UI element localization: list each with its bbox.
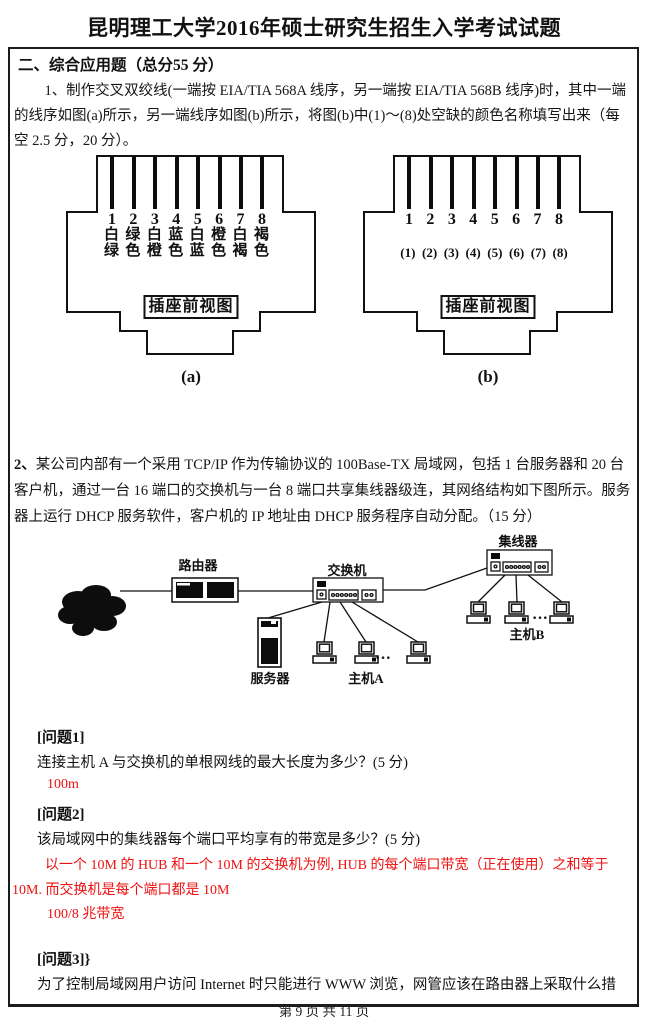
socket-front-view-label: 插座前视图 xyxy=(143,295,239,319)
problem-2-heading: [问题2] xyxy=(37,807,85,823)
pin-bar-icon xyxy=(260,157,264,209)
pin-bar-icon xyxy=(536,157,540,209)
jack-diagram-b: 1 2 3 4 5 6 7 8 (1) (2) (3) (4) (5) (6) … xyxy=(363,155,613,393)
problem-2-answer-2: 100/8 兆带宽 xyxy=(47,907,125,922)
pin-number: 5 xyxy=(490,211,499,228)
switch-label: 交换机 xyxy=(327,563,366,578)
pin-number: 6 xyxy=(512,211,521,228)
switch-icon xyxy=(312,577,384,603)
pin-bar-icon xyxy=(239,157,243,209)
server-label: 服务器 xyxy=(250,671,290,686)
blank-slot: (7) xyxy=(530,245,546,260)
blank-slot: (4) xyxy=(465,245,481,260)
pin-bar-icon xyxy=(153,157,157,209)
question-1-text: 1、制作交叉双绞线(一端按 EIA/TIA 568A 线序，另一端按 EIA/T… xyxy=(14,83,627,149)
pin-number: 8 xyxy=(257,211,266,228)
content-frame xyxy=(8,47,639,1007)
router-icon xyxy=(171,577,239,603)
question-2-number: 2、 xyxy=(14,457,36,473)
blank-slot: (3) xyxy=(443,245,459,260)
pc-icon xyxy=(504,601,529,624)
problem-3-question: 为了控制局域网用户访问 Internet 时只能进行 WWW 浏览，网管应该在路… xyxy=(37,977,616,993)
pin-bar-icon xyxy=(450,157,454,209)
pin-number: 7 xyxy=(236,211,245,228)
network-diagram: 路由器 交换机 集线器 服务器 xyxy=(58,534,574,686)
hub-icon xyxy=(486,549,553,576)
pin-bar-icon xyxy=(557,157,561,209)
wire-color: 白蓝 xyxy=(189,227,205,259)
pin-number: 8 xyxy=(554,211,563,228)
pc-icon xyxy=(549,601,574,624)
server-icon xyxy=(257,617,282,668)
pin-number: 2 xyxy=(129,211,138,228)
wire-color: 绿色 xyxy=(125,227,141,259)
pc-icon xyxy=(466,601,491,624)
pc-icon xyxy=(354,641,379,664)
host-a-label: 主机A xyxy=(348,671,384,686)
problem-2-question: 该局域网中的集线器每个端口平均享有的带宽是多少？(5 分) xyxy=(37,832,421,848)
jack-diagram-a: 1 2 3 4 5 6 7 8 白绿 绿色 白橙 蓝色 白蓝 橙色 白褐 褐色 … xyxy=(66,155,316,393)
pin-number: 1 xyxy=(108,211,116,228)
problem-1-heading: [问题1] xyxy=(37,730,85,746)
pc-icon xyxy=(406,641,431,664)
blank-slot: (2) xyxy=(422,245,438,260)
blank-slot: (1) xyxy=(400,245,416,260)
section-heading: 二、综合应用题（总分55 分） xyxy=(18,57,224,74)
problem-2-answer-1: 以一个 10M 的 HUB 和一个 10M 的交换机为例, HUB 的每个端口带… xyxy=(12,858,609,898)
wire-color: 橙色 xyxy=(211,227,227,259)
router-label: 路由器 xyxy=(178,558,218,573)
socket-front-view-label: 插座前视图 xyxy=(440,295,536,319)
wire-color-labels: 白绿 绿色 白橙 蓝色 白蓝 橙色 白褐 褐色 xyxy=(103,227,270,259)
figure-caption-b: (b) xyxy=(477,367,499,386)
ellipsis-dots: ··· xyxy=(375,650,391,667)
hub-label: 集线器 xyxy=(497,534,538,549)
pin-number: 2 xyxy=(426,211,435,228)
blank-slot: (5) xyxy=(487,245,503,260)
pin-bar-icon xyxy=(407,157,411,209)
pin-bar-icon xyxy=(132,157,136,209)
problem-1-question: 连接主机 A 与交换机的单根网线的最大长度为多少？(5 分) xyxy=(37,755,408,771)
page-title: 昆明理工大学2016年硕士研究生招生入学考试试题 xyxy=(87,16,561,40)
figure-caption-a: (a) xyxy=(181,367,201,386)
blank-slot: (6) xyxy=(509,245,525,260)
jack-outline-icon xyxy=(363,155,613,355)
pin-number: 3 xyxy=(150,211,159,228)
question-2-body: 某公司内部有一个采用 TCP/IP 作为传输协议的 100Base-TX 局域网… xyxy=(14,457,631,525)
pin-number: 3 xyxy=(447,211,456,228)
pin-bar-icon xyxy=(429,157,433,209)
pc-icon xyxy=(312,641,337,664)
pin-bar-icon xyxy=(515,157,519,209)
wire-color: 白褐 xyxy=(232,227,248,259)
pin-number: 6 xyxy=(215,211,224,228)
internet-cloud-icon xyxy=(58,585,126,636)
pin-bar-icon xyxy=(472,157,476,209)
wire-color: 蓝色 xyxy=(168,227,184,259)
pin-bar-icon xyxy=(493,157,497,209)
pin-numbers: 1 2 3 4 5 6 7 8 xyxy=(103,211,271,229)
blank-answer-slots: (1) (2) (3) (4) (5) (6) (7) (8) xyxy=(397,245,571,261)
network-links xyxy=(120,567,563,643)
blank-slot: (8) xyxy=(552,245,568,260)
pin-bar-icon xyxy=(218,157,222,209)
problem-1-answer: 100m xyxy=(47,777,79,792)
wire-color: 白橙 xyxy=(146,227,162,259)
pin-number: 4 xyxy=(172,211,181,228)
page-footer: 第 9 页 共 11 页 xyxy=(278,1004,370,1019)
wire-color: 白绿 xyxy=(103,227,119,259)
problem-3-heading: [问题3]} xyxy=(37,952,91,968)
question-2-text: 2、某公司内部有一个采用 TCP/IP 作为传输协议的 100Base-TX 局… xyxy=(14,452,632,530)
pin-bar-icon xyxy=(196,157,200,209)
pin-number: 4 xyxy=(469,211,478,228)
wire-color: 褐色 xyxy=(253,227,269,259)
pin-bar-icon xyxy=(175,157,179,209)
pin-bar-icon xyxy=(110,157,114,209)
ellipsis-dots: ··· xyxy=(532,610,548,627)
pin-number: 7 xyxy=(533,211,542,228)
pin-number: 1 xyxy=(405,211,413,228)
pin-number: 5 xyxy=(193,211,202,228)
host-b-label: 主机B xyxy=(510,627,545,642)
jack-outline-icon xyxy=(66,155,316,355)
pin-numbers: 1 2 3 4 5 6 7 8 xyxy=(400,211,568,229)
